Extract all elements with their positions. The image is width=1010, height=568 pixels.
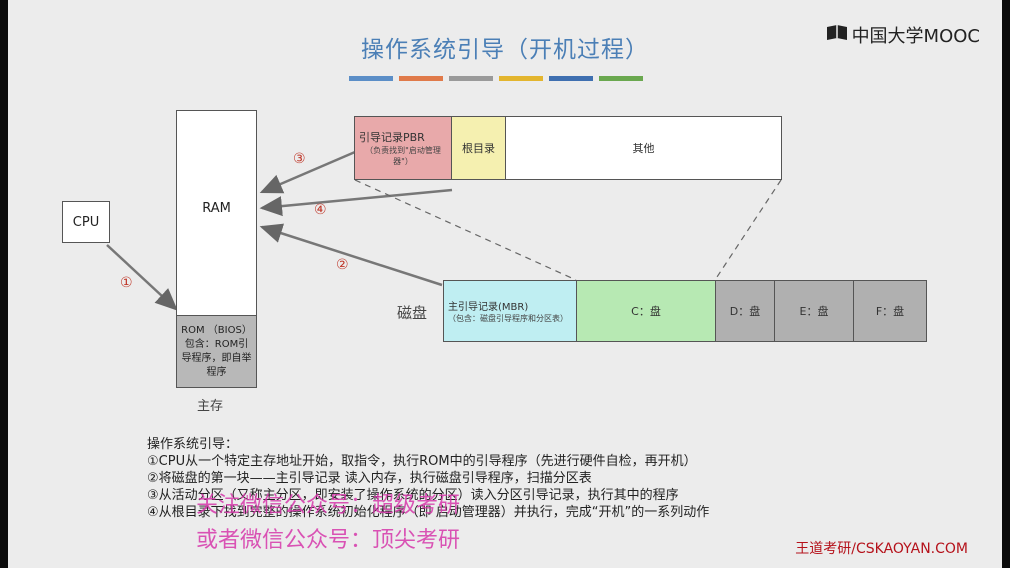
title-stripe-2	[399, 76, 443, 81]
title-stripe-5	[549, 76, 593, 81]
ram-label: RAM	[202, 200, 231, 216]
mbr-cell: 主引导记录(MBR) （包含：磁盘引导程序和分区表）	[443, 280, 577, 342]
slide-title: 操作系统引导（开机过程）	[361, 37, 649, 63]
left-black-bar	[0, 0, 8, 568]
main-memory-label: 主存	[197, 399, 224, 414]
boot-steps-heading: 操作系统引导：	[147, 437, 239, 452]
right-black-bar	[1002, 0, 1010, 568]
d-drive-label: D：盘	[729, 305, 761, 318]
c-drive-label: C：盘	[631, 305, 661, 318]
arrow-root-to-ram	[259, 188, 453, 217]
rom-box: ROM （BIOS）包含：ROM引导程序，即自举程序	[176, 315, 257, 388]
root-dir-label: 根目录	[462, 142, 495, 155]
ram-box: RAM	[176, 110, 257, 316]
boot-step-2: ②将磁盘的第一块——主引导记录 读入内存，执行磁盘引导程序，扫描分区表	[147, 471, 592, 486]
mbr-label: 主引导记录(MBR)	[448, 302, 529, 313]
book-icon	[826, 24, 848, 47]
arrow-pbr-to-ram	[259, 150, 356, 194]
boot-step-4: ④从根目录下找到完整的操作系统初始化程序（即 启动管理器）并执行，完成“开机”的…	[147, 505, 710, 520]
disk-label: 磁盘	[397, 304, 428, 322]
boot-step-1: ①CPU从一个特定主存地址开始，取指令，执行ROM中的引导程序（先进行硬件自检，…	[147, 454, 697, 469]
step-4-marker: ④	[314, 202, 327, 218]
dashed-right-link	[714, 179, 782, 281]
mooc-logo: 中国大学MOOC	[826, 22, 980, 48]
pbr-note: （负责找到"启动管理器"）	[365, 146, 441, 166]
d-drive-cell: D：盘	[715, 280, 775, 342]
c-drive-cell: C：盘	[576, 280, 716, 342]
rom-label: ROM （BIOS）包含：ROM引导程序，即自举程序	[181, 324, 252, 378]
pbr-label: 引导记录PBR	[359, 131, 425, 144]
other-label: 其他	[632, 142, 655, 155]
step-2-marker: ②	[336, 257, 349, 273]
arrow-mbr-to-ram	[259, 223, 443, 287]
watermark-line-1: 关注微信公众号：超级考研	[196, 493, 461, 518]
root-dir-cell: 根目录	[451, 116, 506, 180]
title-stripe-4	[499, 76, 543, 81]
title-stripe-3	[449, 76, 493, 81]
cpu-box: CPU	[62, 201, 110, 243]
e-drive-cell: E：盘	[774, 280, 854, 342]
cpu-label: CPU	[72, 214, 100, 230]
dashed-left-link	[354, 179, 577, 281]
title-stripe-1	[349, 76, 393, 81]
boot-step-3: ③从活动分区（又称主分区，即安装了操作系统的分区）读入分区引导记录，执行其中的程…	[147, 488, 679, 503]
logo-text: 中国大学MOOC	[851, 26, 980, 47]
f-drive-label: F：盘	[875, 305, 905, 318]
step-1-marker: ①	[120, 275, 133, 291]
arrow-cpu-to-rom	[106, 244, 178, 311]
mbr-note: （包含：磁盘引导程序和分区表）	[448, 314, 568, 323]
footer-brand: 王道考研/CSKAOYAN.COM	[795, 541, 968, 557]
pbr-cell: 引导记录PBR （负责找到"启动管理器"）	[354, 116, 452, 180]
boot-steps-text: 操作系统引导： ①CPU从一个特定主存地址开始，取指令，执行ROM中的引导程序（…	[147, 436, 709, 521]
title-stripe-6	[599, 76, 643, 81]
watermark-line-2: 或者微信公众号：顶尖考研	[196, 528, 461, 553]
step-3-marker: ③	[293, 151, 306, 167]
f-drive-cell: F：盘	[853, 280, 927, 342]
other-cell: 其他	[505, 116, 782, 180]
e-drive-label: E：盘	[799, 305, 829, 318]
